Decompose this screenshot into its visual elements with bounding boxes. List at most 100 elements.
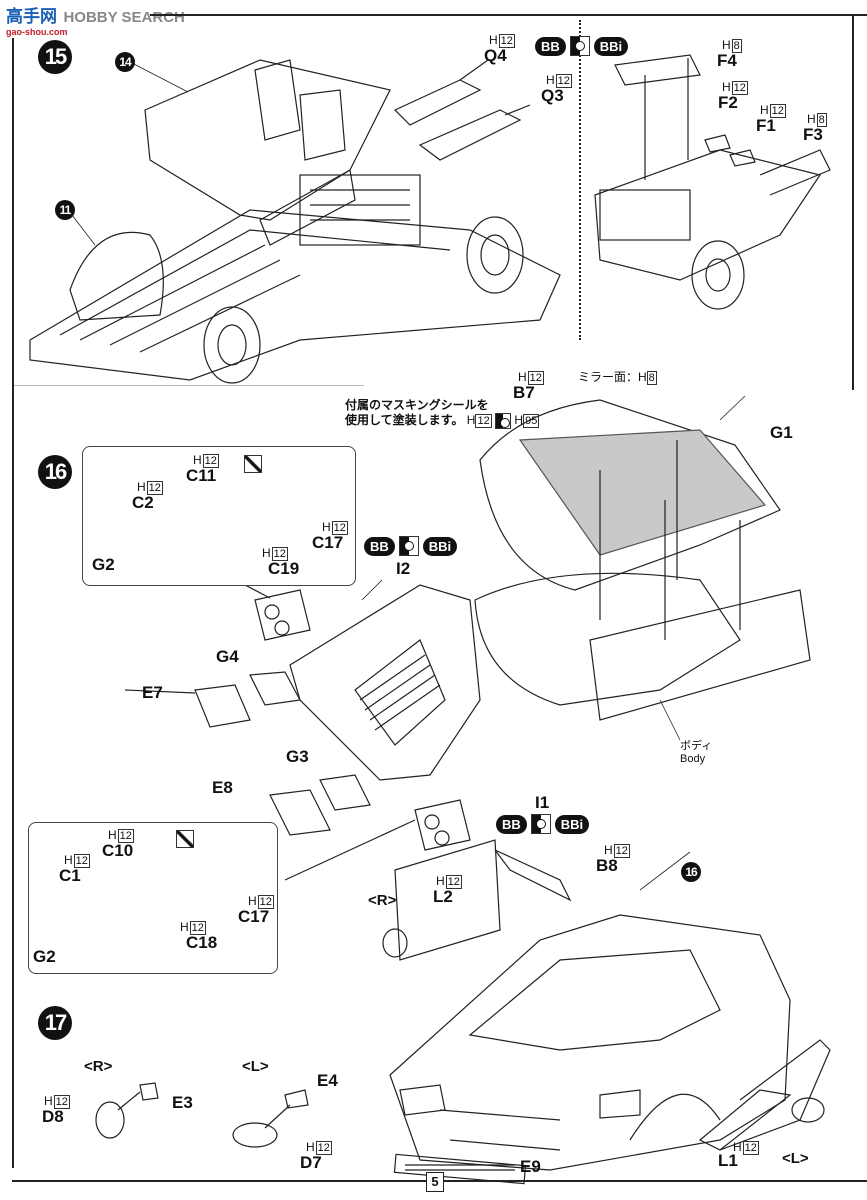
variant-bb: BB <box>364 536 395 556</box>
part-b7: B7 <box>513 383 535 402</box>
variant-bb: BB <box>535 36 566 56</box>
part-g2-lower: G2 <box>33 947 56 966</box>
part-e4: E4 <box>317 1071 338 1090</box>
swap-icon <box>495 413 512 429</box>
subassembly-lower-box <box>28 822 278 974</box>
body-label-en: Body <box>680 753 706 765</box>
car-body-drawing <box>389 914 791 1171</box>
watermark-brand: HOBBY SEARCH <box>63 9 185 26</box>
variant-badge-i1: BB BBi <box>496 814 590 834</box>
swap-icon <box>569 36 590 56</box>
swap-icon <box>530 814 551 834</box>
part-g2-upper: G2 <box>92 555 115 574</box>
side-right-label: <R> <box>368 892 397 909</box>
seat-tub-drawing <box>144 59 391 246</box>
masking-note-line2: 使用して塗装します。 <box>345 413 464 428</box>
part-f2: F2 <box>718 93 738 112</box>
part-c19: C19 <box>268 559 300 578</box>
part-g4: G4 <box>216 647 239 666</box>
side-right-mirror-label: <R> <box>84 1058 113 1075</box>
variant-badge-i2: BB BBi <box>364 536 458 556</box>
subassembly-upper-box <box>82 446 356 586</box>
part-c2: C2 <box>132 493 154 512</box>
part-e9: E9 <box>520 1157 541 1176</box>
variant-divider <box>579 20 581 340</box>
part-e8: E8 <box>212 778 233 797</box>
part-f3: F3 <box>803 125 823 144</box>
right-border <box>852 14 854 390</box>
part-f4: F4 <box>717 51 737 70</box>
side-left-mirror-label: <L> <box>242 1058 269 1075</box>
part-g3: G3 <box>286 747 309 766</box>
body-label: ボディ Body <box>680 740 712 766</box>
part-e7: E7 <box>142 683 163 702</box>
part-i2: I2 <box>396 559 411 578</box>
step-15-ref-11: 11 <box>55 200 75 220</box>
part-e3: E3 <box>172 1093 193 1112</box>
part-f1: F1 <box>756 116 776 135</box>
variant-engine-drawing <box>594 54 831 310</box>
part-l2: L2 <box>433 887 453 906</box>
part-g1: G1 <box>770 423 793 442</box>
side-left-label-body: <L> <box>782 1150 809 1167</box>
engine-drawing <box>299 174 421 246</box>
variant-bbi: BBi <box>593 36 629 56</box>
step-16-badge: 16 <box>38 455 72 489</box>
engine-hood-drawing <box>474 399 811 721</box>
left-border <box>12 38 14 1168</box>
variant-badge-step15: BB BBi <box>535 36 629 56</box>
part-c17-upper: C17 <box>312 533 344 552</box>
part-b8: B8 <box>596 856 618 875</box>
masking-tape-icon <box>176 830 194 848</box>
watermark-logo: 高手网 HOBBY SEARCH gao-shou.com <box>6 2 185 37</box>
part-q3: Q3 <box>541 86 564 105</box>
page-number: 5 <box>426 1172 444 1192</box>
variant-bbi: BBi <box>422 536 458 556</box>
chassis-drawing <box>29 209 561 384</box>
part-l1: L1 <box>718 1151 738 1170</box>
part-q4: Q4 <box>484 46 507 65</box>
step-15-ref-14: 14 <box>115 52 135 72</box>
part-c18: C18 <box>186 933 218 952</box>
watermark-url: gao-shou.com <box>6 27 68 37</box>
body-label-jp: ボディ <box>680 740 713 752</box>
top-border <box>150 14 867 16</box>
part-i1: I1 <box>535 793 550 812</box>
part-c10: C10 <box>102 841 134 860</box>
step-15-badge: 15 <box>38 40 72 74</box>
front-hood-drawing <box>289 584 481 781</box>
part-c1: C1 <box>59 866 81 885</box>
step-divider <box>14 385 364 386</box>
masking-tape-icon <box>244 455 262 473</box>
swap-icon <box>398 536 419 556</box>
masking-note-line1: 付属のマスキングシールを <box>345 398 489 412</box>
variant-bb: BB <box>496 814 527 834</box>
part-d8: D8 <box>42 1107 64 1126</box>
part-c17-lower: C17 <box>238 907 270 926</box>
part-c11: C11 <box>186 466 217 485</box>
step-17-ref-16: 16 <box>681 862 701 882</box>
